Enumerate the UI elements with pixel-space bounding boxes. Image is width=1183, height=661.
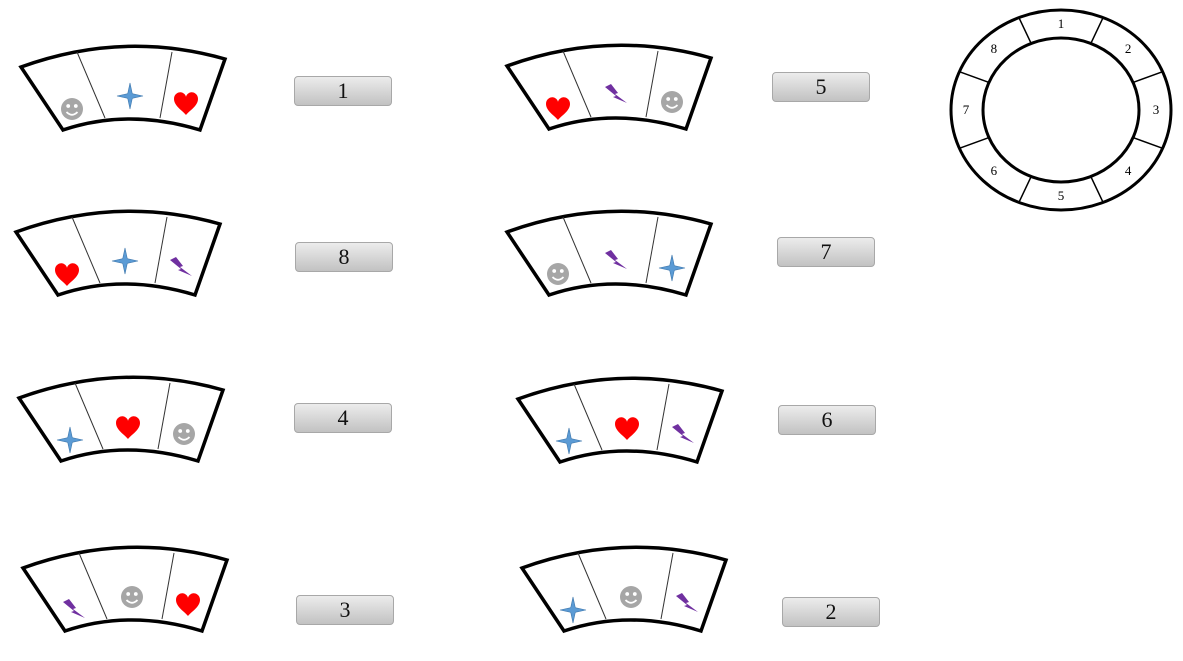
ring-divider	[1018, 17, 1032, 44]
piece-outline	[18, 44, 228, 133]
puzzle-piece-7[interactable]	[502, 207, 717, 301]
ring-slot-label-7: 7	[963, 102, 970, 117]
ring-slot-label-1: 1	[1058, 16, 1065, 31]
heart-icon	[55, 263, 79, 286]
ring-divider	[1090, 176, 1104, 203]
smiley-icon	[61, 98, 83, 120]
piece-divider	[645, 216, 659, 284]
number-button-3[interactable]: 3	[296, 595, 394, 625]
puzzle-piece-1[interactable]	[16, 42, 231, 136]
ring-divider	[959, 71, 990, 84]
sparkle-icon	[559, 596, 587, 624]
smiley-icon	[620, 586, 642, 608]
number-button-1[interactable]: 1	[294, 76, 392, 106]
sparkle-icon	[555, 427, 583, 455]
lightning-icon	[672, 424, 694, 443]
ring-slot-label-5: 5	[1058, 188, 1065, 203]
piece-divider	[74, 382, 104, 450]
ring-divider	[1018, 176, 1032, 203]
smiley-icon	[121, 586, 143, 608]
number-button-2[interactable]: 2	[782, 597, 880, 627]
piece-divider	[562, 216, 592, 284]
piece-divider	[71, 216, 101, 284]
heart-icon	[174, 92, 198, 115]
ring-slot-label-3: 3	[1153, 102, 1160, 117]
puzzle-piece-8[interactable]	[11, 207, 226, 301]
ring-divider	[1132, 71, 1163, 84]
ring-inner	[981, 36, 1141, 184]
ring-divider	[1090, 17, 1104, 44]
sparkle-icon	[658, 254, 686, 282]
number-button-5[interactable]: 5	[772, 72, 870, 102]
piece-divider	[645, 50, 659, 118]
ring-slot-label-2: 2	[1125, 41, 1132, 56]
piece-divider	[577, 552, 607, 620]
puzzle-piece-2[interactable]	[517, 543, 732, 637]
ring-divider	[959, 136, 990, 149]
puzzle-piece-3[interactable]	[18, 543, 233, 637]
piece-divider	[76, 51, 106, 119]
piece-divider	[161, 552, 175, 620]
ring-divider	[1132, 136, 1163, 149]
heart-icon	[546, 97, 570, 120]
number-button-8[interactable]: 8	[295, 242, 393, 272]
lightning-icon	[676, 593, 698, 612]
piece-divider	[78, 552, 108, 620]
sparkle-icon	[116, 82, 144, 110]
number-button-4[interactable]: 4	[294, 403, 392, 433]
lightning-icon	[170, 257, 192, 276]
puzzle-piece-4[interactable]	[14, 373, 229, 467]
piece-divider	[562, 50, 592, 118]
ring-slot-label-8: 8	[991, 41, 998, 56]
puzzle-piece-6[interactable]	[513, 374, 728, 468]
target-ring: 1 2 3 4 5 6 7 8	[949, 8, 1173, 212]
piece-divider	[154, 216, 168, 284]
sparkle-icon	[111, 247, 139, 275]
piece-divider	[157, 382, 171, 450]
ring-slot-label-4: 4	[1125, 163, 1132, 178]
lightning-icon	[63, 599, 85, 618]
piece-divider	[660, 552, 674, 620]
piece-divider	[573, 383, 603, 451]
heart-icon	[615, 417, 639, 440]
lightning-icon	[605, 84, 627, 103]
piece-outline	[13, 209, 223, 298]
number-button-7[interactable]: 7	[777, 237, 875, 267]
heart-icon	[176, 593, 200, 616]
sparkle-icon	[56, 426, 84, 454]
puzzle-piece-5[interactable]	[502, 41, 717, 135]
piece-divider	[656, 383, 670, 451]
piece-divider	[159, 51, 173, 119]
number-button-6[interactable]: 6	[778, 405, 876, 435]
smiley-icon	[547, 263, 569, 285]
smiley-icon	[173, 423, 195, 445]
heart-icon	[116, 416, 140, 439]
lightning-icon	[605, 250, 627, 269]
ring-slot-label-6: 6	[991, 163, 998, 178]
smiley-icon	[661, 91, 683, 113]
